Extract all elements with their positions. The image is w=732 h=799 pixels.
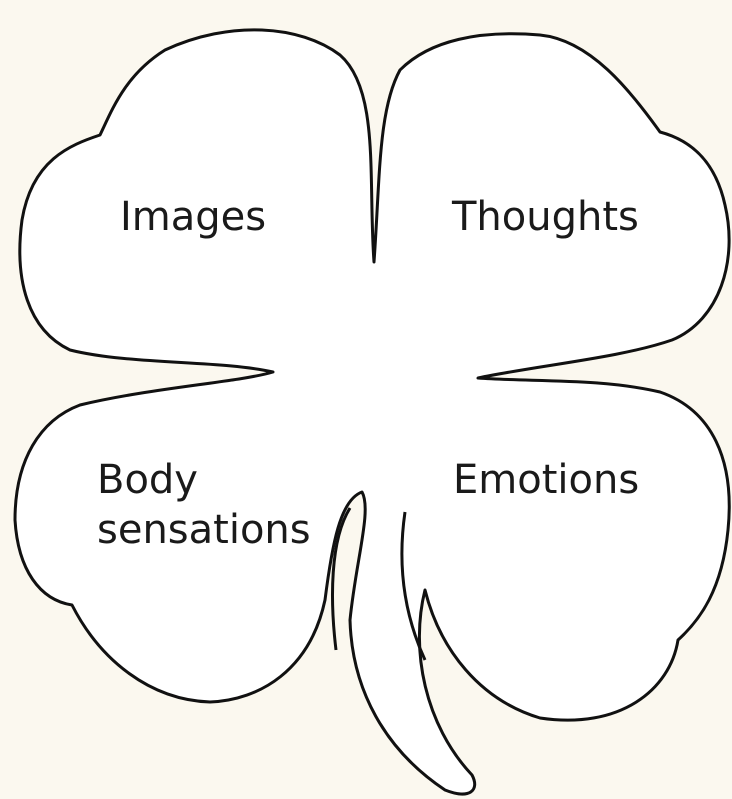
leaf-label-body-line2: sensations	[97, 505, 311, 555]
leaf-label-thoughts: Thoughts	[452, 192, 639, 242]
leaf-label-images: Images	[120, 192, 266, 242]
leaf-label-emotions: Emotions	[453, 455, 639, 505]
leaf-label-body-sensations: Body sensations	[97, 455, 311, 555]
leaf-label-body-line1: Body	[97, 455, 311, 505]
clover-outline	[15, 30, 729, 794]
